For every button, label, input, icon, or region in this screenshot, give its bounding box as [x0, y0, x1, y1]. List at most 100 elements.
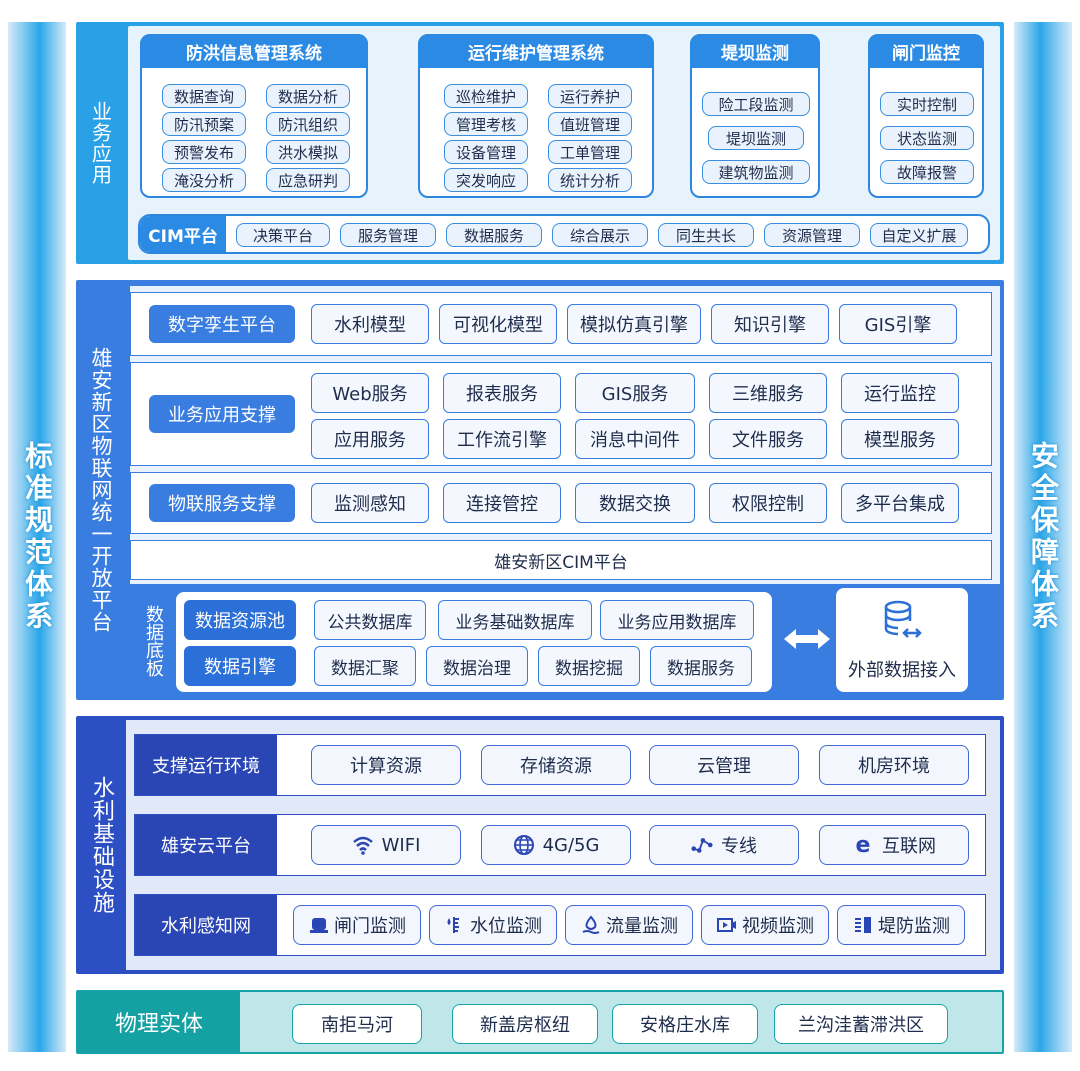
- cim-item: 决策平台: [236, 223, 330, 247]
- system-item: 设备管理: [444, 140, 528, 164]
- business-application-area: 防洪信息管理系统 数据查询 数据分析 防汛预案 防汛组织 预警发布 洪水模拟 淹…: [128, 26, 1000, 260]
- cloud-item-label: 互联网: [882, 836, 936, 857]
- data-pool-item: 公共数据库: [314, 600, 426, 640]
- sense-item: 堤防监测: [837, 905, 965, 945]
- system-item: 管理考核: [444, 112, 528, 136]
- iot-support-row: 物联服务支撑 监测感知 连接管控 数据交换 权限控制 多平台集成: [130, 472, 992, 534]
- system-item: 洪水模拟: [266, 140, 350, 164]
- data-pool-item: 业务应用数据库: [600, 600, 754, 640]
- double-arrow-icon: [782, 624, 832, 658]
- system-item: 防汛组织: [266, 112, 350, 136]
- security-system-bar: 安全保障体系: [1014, 22, 1072, 1052]
- physical-entity-layer: 物理实体 南拒马河 新盖房枢纽 安格庄水库 兰沟洼蓄滞洪区: [76, 990, 1004, 1054]
- system-item: 险工段监测: [702, 92, 810, 116]
- data-engine-label: 数据引擎: [184, 646, 296, 686]
- twin-item: 知识引擎: [711, 304, 829, 344]
- app-item: 模型服务: [841, 419, 959, 459]
- iot-item: 权限控制: [709, 483, 827, 523]
- sense-item: 闸门监测: [293, 905, 421, 945]
- row-label: 支撑运行环境: [135, 735, 277, 795]
- cim-item: 资源管理: [764, 223, 860, 247]
- cloud-item: 专线: [649, 825, 799, 865]
- row-label: 雄安云平台: [135, 815, 277, 875]
- cim-item: 自定义扩展: [870, 223, 968, 247]
- wifi-icon: [352, 834, 374, 856]
- sense-item-label: 堤防监测: [878, 916, 950, 937]
- system-item: 防汛预案: [162, 112, 246, 136]
- sense-item: 流量监测: [565, 905, 693, 945]
- entity-item: 新盖房枢纽: [452, 1004, 598, 1044]
- system-item: 预警发布: [162, 140, 246, 164]
- row-label: 水利感知网: [135, 895, 277, 955]
- twin-item: 可视化模型: [439, 304, 557, 344]
- system-item: 应急研判: [266, 168, 350, 192]
- app-item: 工作流引擎: [443, 419, 561, 459]
- system-title: 防洪信息管理系统: [140, 34, 368, 68]
- cim-item: 综合展示: [552, 223, 648, 247]
- ie-icon: e: [855, 832, 871, 858]
- entity-item: 南拒马河: [292, 1004, 422, 1044]
- iot-item: 监测感知: [311, 483, 429, 523]
- system-item: 统计分析: [548, 168, 632, 192]
- external-data-label: 外部数据接入: [848, 660, 956, 681]
- app-item: 应用服务: [311, 419, 429, 459]
- system-item: 值班管理: [548, 112, 632, 136]
- system-item: 数据分析: [266, 84, 350, 108]
- video-icon: [716, 914, 738, 936]
- data-engine-item: 数据汇聚: [314, 646, 416, 686]
- system-item: 故障报警: [880, 160, 974, 184]
- data-engine-item: 数据挖掘: [538, 646, 640, 686]
- app-item: 文件服务: [709, 419, 827, 459]
- app-item: 运行监控: [841, 373, 959, 413]
- standards-system-bar: 标准规范体系: [8, 22, 66, 1052]
- app-item: 报表服务: [443, 373, 561, 413]
- water-level-icon: [444, 914, 466, 936]
- row-label: 数字孪生平台: [149, 305, 295, 343]
- system-item: 淹没分析: [162, 168, 246, 192]
- layer-title: 雄安新区物联网统一开放平台: [89, 347, 113, 633]
- external-data-box: 外部数据接入: [836, 588, 968, 692]
- system-box-flood-info: 防洪信息管理系统 数据查询 数据分析 防汛预案 防汛组织 预警发布 洪水模拟 淹…: [140, 34, 368, 198]
- sense-item-label: 视频监测: [742, 916, 814, 937]
- sense-item-label: 水位监测: [470, 916, 542, 937]
- standards-system-label: 标准规范体系: [21, 441, 54, 633]
- cloud-item-label: 4G/5G: [542, 834, 600, 856]
- infrastructure-layer: 水利基础设施 支撑运行环境 计算资源 存储资源 云管理 机房环境 雄安云平台 W…: [76, 716, 1004, 974]
- layer-title: 物理实体: [78, 992, 240, 1052]
- row-label: 物联服务支撑: [149, 484, 295, 522]
- layer-title: 水利基础设施: [89, 776, 114, 914]
- security-system-label: 安全保障体系: [1027, 441, 1060, 633]
- system-box-gate-control: 闸门监控 实时控制 状态监测 故障报警: [868, 34, 984, 198]
- sensing-network-row: 水利感知网 闸门监测 水位监测 流量监测 视频监测 堤防监测: [134, 894, 986, 956]
- system-box-dam-monitor: 堤坝监测 险工段监测 堤坝监测 建筑物监测: [690, 34, 820, 198]
- cim-item: 数据服务: [446, 223, 542, 247]
- app-item: 三维服务: [709, 373, 827, 413]
- env-item: 云管理: [649, 745, 799, 785]
- row-label: 业务应用支撑: [149, 395, 295, 433]
- system-item: 巡检维护: [444, 84, 528, 108]
- data-base-area: 数据底板 数据资源池 公共数据库 业务基础数据库 业务应用数据库 数据引擎 数据…: [130, 584, 1000, 698]
- system-item: 状态监测: [880, 126, 974, 150]
- sense-item-label: 流量监测: [606, 916, 678, 937]
- iot-item: 连接管控: [443, 483, 561, 523]
- system-item: 数据查询: [162, 84, 246, 108]
- app-item: Web服务: [311, 373, 429, 413]
- infrastructure-area: 支撑运行环境 计算资源 存储资源 云管理 机房环境 雄安云平台 WIFI 4G/…: [126, 720, 1000, 970]
- cim-platform-row: CIM平台 决策平台 服务管理 数据服务 综合展示 同生共长 资源管理 自定义扩…: [138, 214, 990, 254]
- data-engine-item: 数据治理: [426, 646, 528, 686]
- cloud-item-label: WIFI: [381, 834, 421, 856]
- iot-platform-layer: 雄安新区物联网统一开放平台 数字孪生平台 水利模型 可视化模型 模拟仿真引擎 知…: [76, 280, 1004, 700]
- system-item: 突发响应: [444, 168, 528, 192]
- sense-item-label: 闸门监测: [334, 916, 406, 937]
- globe-icon: [513, 834, 535, 856]
- data-pool-item: 业务基础数据库: [438, 600, 592, 640]
- data-pool-label: 数据资源池: [184, 600, 296, 640]
- cim-item: 同生共长: [658, 223, 754, 247]
- iot-platform-area: 数字孪生平台 水利模型 可视化模型 模拟仿真引擎 知识引擎 GIS引擎 业务应用…: [130, 286, 1000, 698]
- dike-icon: [852, 914, 874, 936]
- twin-item: GIS引擎: [839, 304, 957, 344]
- system-title: 运行维护管理系统: [418, 34, 654, 68]
- database-icon: [880, 599, 924, 648]
- digital-twin-row: 数字孪生平台 水利模型 可视化模型 模拟仿真引擎 知识引擎 GIS引擎: [130, 292, 992, 356]
- cim-item: 服务管理: [340, 223, 436, 247]
